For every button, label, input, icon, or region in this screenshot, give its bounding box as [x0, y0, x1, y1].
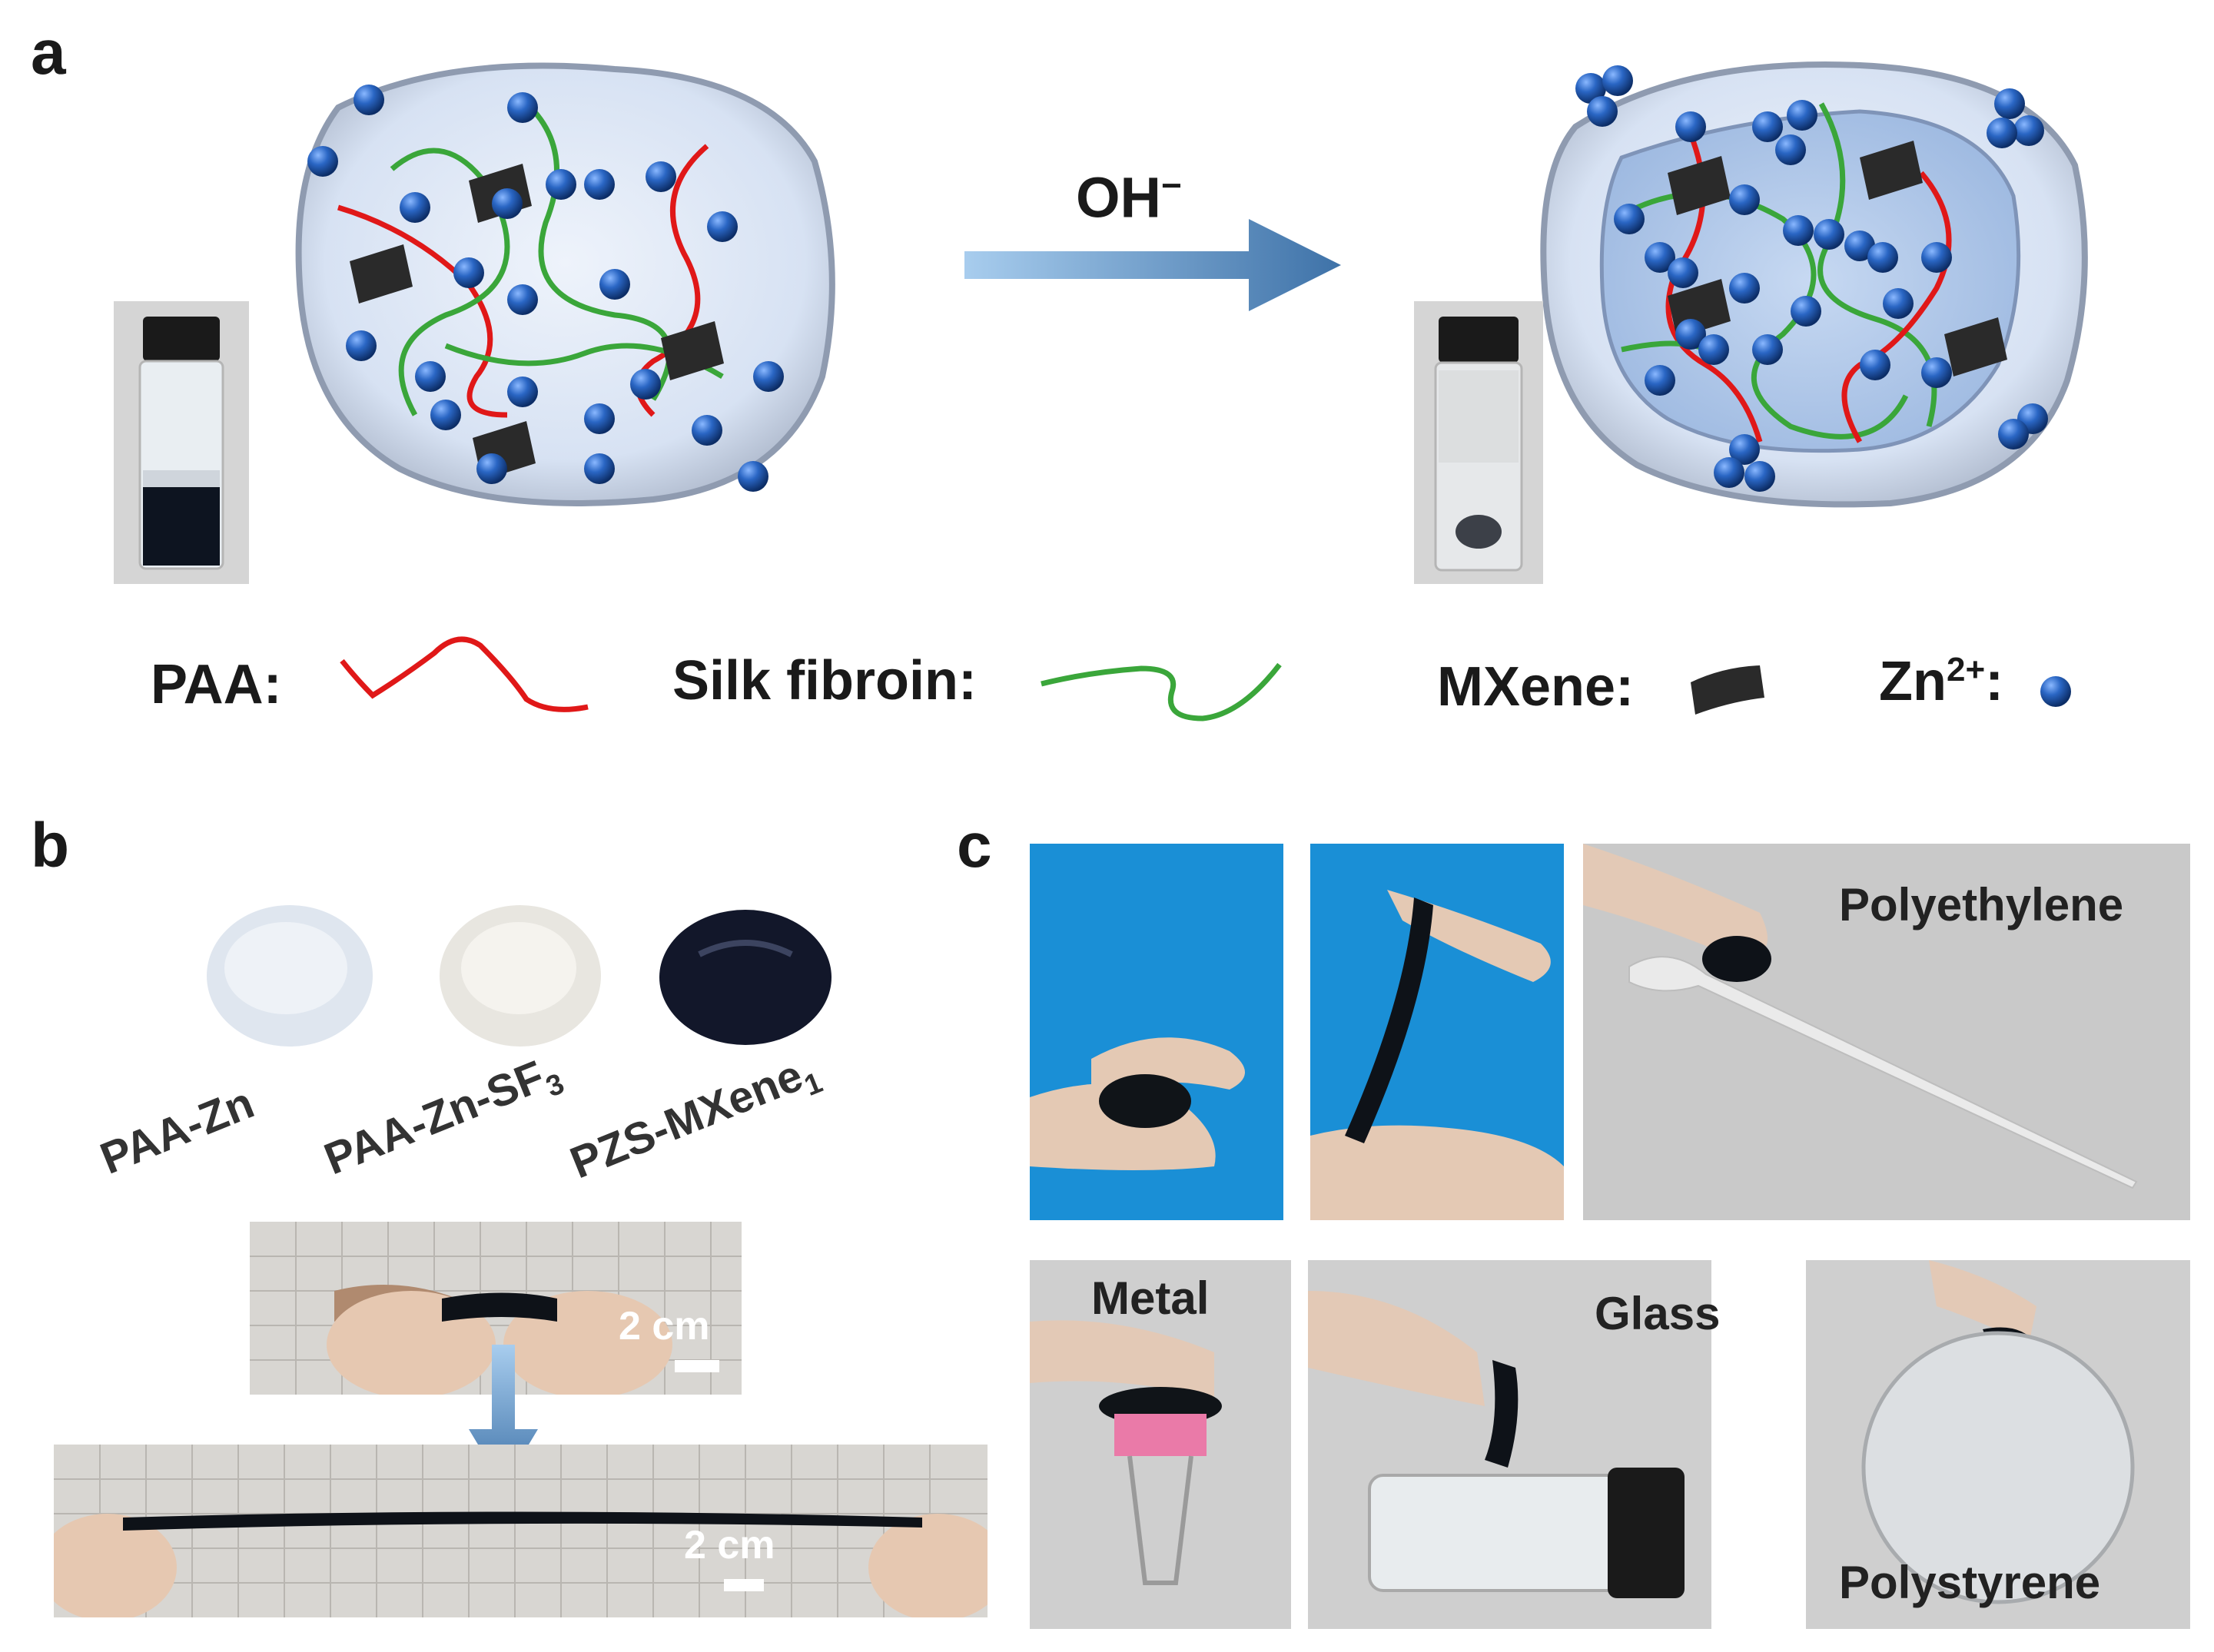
label-glass: Glass [1595, 1288, 1721, 1339]
paa-chain-icon [340, 636, 589, 712]
sample-label-pzs-mxene1: PZS-MXene1 [563, 1050, 828, 1189]
legend-mxene-label: MXene: [1437, 656, 1635, 718]
label-polystyrene: Polystyrene [1839, 1557, 2101, 1608]
sample-label-paa-zn: PAA-Zn [93, 1077, 261, 1184]
panel-a-label: a [31, 18, 66, 88]
panel-c-label: c [957, 811, 992, 881]
hydrogel-network-after [1540, 61, 2088, 508]
photo-polyethylene [1583, 844, 2190, 1220]
scalebar-initial [675, 1360, 719, 1372]
photo-metal [1030, 1260, 1291, 1629]
photo-polystyrene [1806, 1260, 2190, 1629]
hydrogel-network-before [295, 62, 835, 506]
label-polyethylene: Polyethylene [1839, 879, 2124, 930]
stretch-photo-elongated [54, 1445, 988, 1617]
legend-paa-label: PAA: [151, 654, 282, 715]
photo-stretching [1310, 844, 1564, 1220]
mxene-flake-icon [1691, 665, 1764, 715]
scalebar-elongated [724, 1579, 764, 1591]
silk-chain-icon [1041, 662, 1282, 722]
sample-paa-zn-sf3 [440, 905, 601, 1047]
vial-photo-before [114, 301, 249, 584]
zn-ion-icon [2040, 676, 2071, 707]
legend-silk-label: Silk fibroin: [672, 650, 977, 712]
scalebar-label-elongated: 2 cm [684, 1523, 775, 1567]
legend-zn-label: Zn2+: [1879, 651, 2004, 712]
vial-photo-after [1414, 301, 1543, 584]
sample-paa-zn [207, 905, 373, 1047]
label-metal: Metal [1091, 1272, 1210, 1324]
photo-compression [1030, 844, 1283, 1220]
photo-glass [1308, 1260, 1711, 1629]
reaction-arrow [964, 219, 1341, 311]
silk-chain-1 [390, 148, 510, 416]
hydroxide-label: OH− [1076, 165, 1182, 230]
scalebar-label-initial: 2 cm [619, 1304, 710, 1348]
panel-b-label: b [31, 811, 70, 881]
sample-label-paa-zn-sf3: PAA-Zn-SF3 [317, 1051, 569, 1185]
sample-pzs-mxene1 [659, 910, 831, 1045]
